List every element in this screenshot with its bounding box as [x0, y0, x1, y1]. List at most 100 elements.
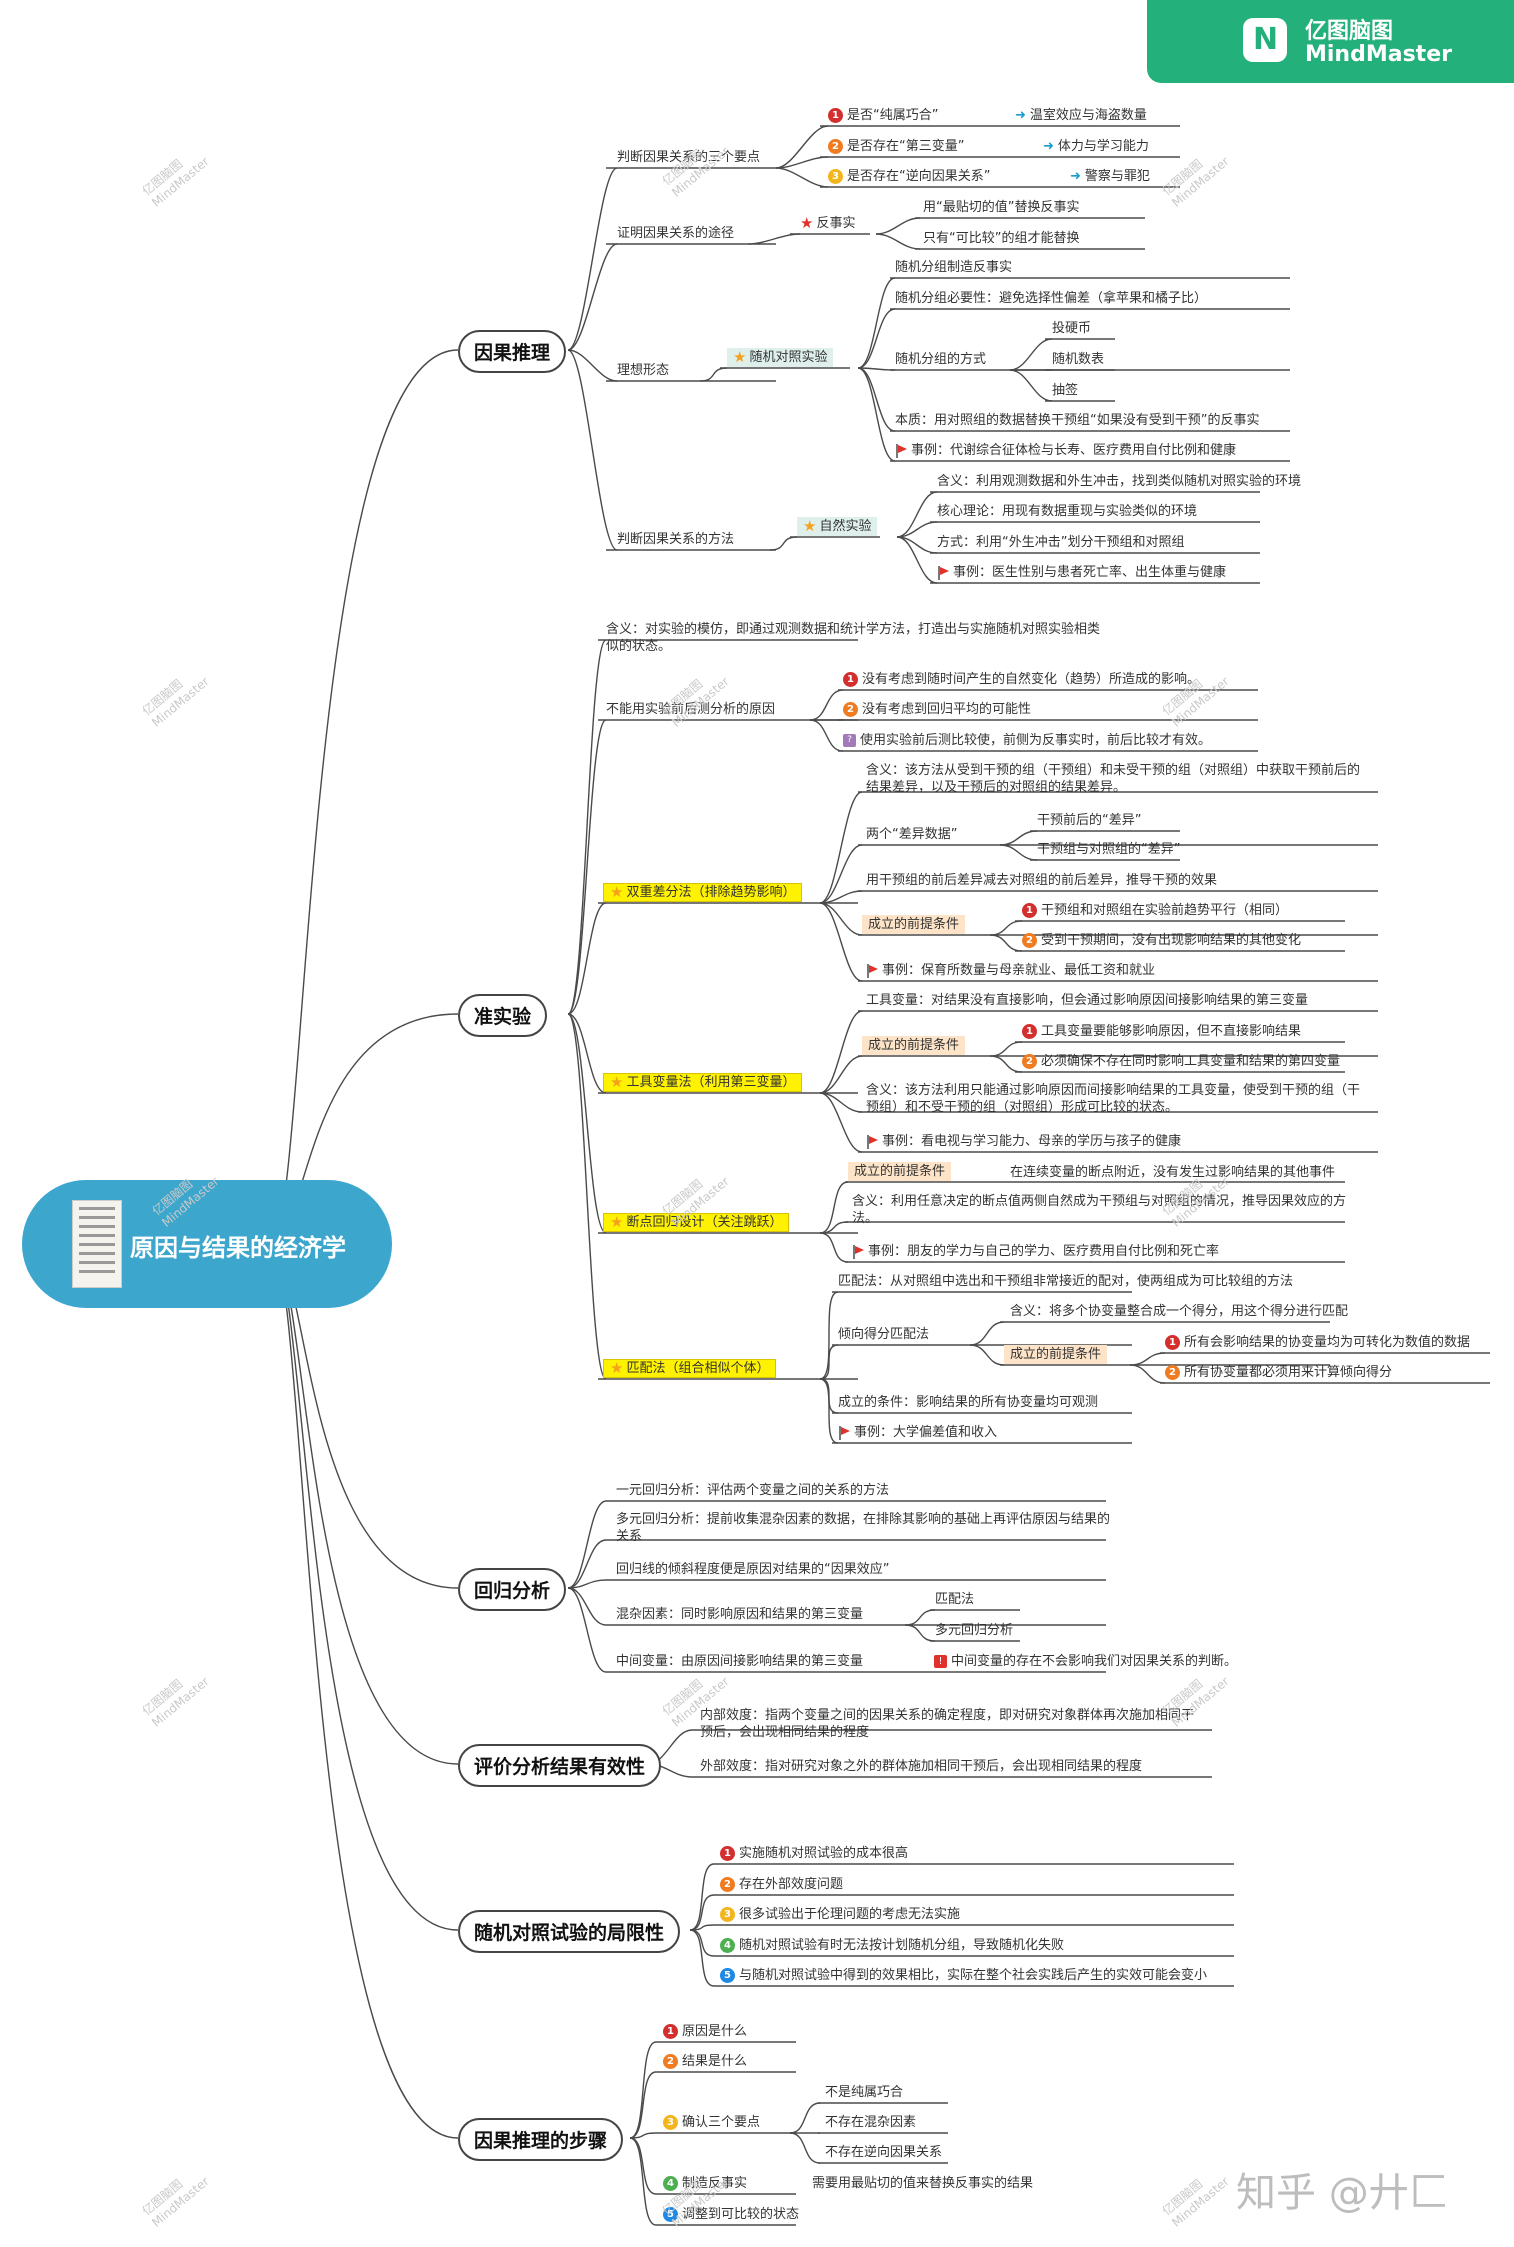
natural-item-2[interactable]: 核心理论：用现有数据重现与实验类似的环境 [937, 504, 1198, 519]
tag-counterfactual[interactable]: ★反事实 [800, 215, 855, 232]
step-point-2[interactable]: 不存在混杂因素 [825, 2115, 917, 2130]
match-condition2[interactable]: 成立的条件：影响结果的所有协变量均可观测 [838, 1395, 1099, 1410]
regression-item-3[interactable]: 回归线的倾斜程度便是原因对结果的“因果效应” [616, 1562, 890, 1577]
proof-item-2[interactable]: 只有“可比较”的组才能替换 [923, 231, 1080, 246]
natural-item-3[interactable]: 方式：利用“外生冲击”划分干预组和对照组 [937, 535, 1185, 550]
rct-way-1[interactable]: 投硬币 [1052, 321, 1092, 336]
node-ideal-form[interactable]: 理想形态 [617, 363, 670, 378]
regression-item-2[interactable]: 多元回归分析：提前收集混杂因素的数据，在排除其影响的基础上再评估原因与结果的关系 [616, 1512, 1111, 1544]
node-three-points[interactable]: 判断因果关系的三个要点 [617, 150, 761, 165]
step-counterfactual-note[interactable]: 需要用最贴切的值来替换反事实的结果 [812, 2176, 1034, 2191]
pre-item-3[interactable]: ?使用实验前后测比较使，前侧为反事实时，前后比较才有效。 [843, 732, 1211, 749]
iv-meaning[interactable]: 含义：该方法利用只能通过影响原因而间接影响结果的工具变量，使受到干预的组（干预组… [866, 1083, 1361, 1115]
iv-example[interactable]: 事例：看电视与学习能力、母亲的学历与孩子的健康 [866, 1133, 1181, 1150]
rdd-meaning[interactable]: 含义：利用任意决定的断点值两侧自然成为干预组与对照组的情况，推导因果效应的方法。 [852, 1194, 1347, 1226]
did-diff-1[interactable]: 干预前后的“差异” [1037, 813, 1142, 828]
node-matching[interactable]: ★匹配法（组合相似个体） [603, 1359, 777, 1378]
regression-item-5[interactable]: 中间变量：由原因间接影响结果的第三变量 [616, 1654, 864, 1669]
confounder-method-2[interactable]: 多元回归分析 [935, 1623, 1014, 1638]
topic-regression[interactable]: 回归分析 [458, 1568, 567, 1611]
rct-item-3[interactable]: 随机分组的方式 [895, 352, 987, 367]
match-def[interactable]: 匹配法：从对照组中选出和干预组非常接近的配对，使两组成为可比较组的方法 [838, 1274, 1294, 1289]
did-diff-2[interactable]: 干预组与对照组的“差异” [1037, 842, 1181, 857]
node-pre-post[interactable]: 不能用实验前后测分析的原因 [606, 702, 776, 717]
did-cond-label[interactable]: 成立的前提条件 [862, 915, 966, 934]
rct-item-2[interactable]: 随机分组必要性：避免选择性偏差（拿苹果和橘子比） [895, 291, 1208, 306]
proof-item-1[interactable]: 用“最贴切的值”替换反事实 [923, 200, 1080, 215]
mediator-note[interactable]: !中间变量的存在不会影响我们对因果关系的判断。 [934, 1653, 1237, 1670]
rct-item-1[interactable]: 随机分组制造反事实 [895, 260, 1013, 275]
branch-line [809, 689, 844, 721]
node-rdd[interactable]: ★断点回归设计（关注跳跃） [603, 1213, 790, 1232]
topic-causal-inference[interactable]: 因果推理 [458, 330, 567, 373]
natural-item-1[interactable]: 含义：利用观测数据和外生冲击，找到类似随机对照实验的环境 [937, 474, 1302, 489]
match-ps[interactable]: 倾向得分匹配法 [838, 1327, 930, 1342]
match-cond-label[interactable]: 成立的前提条件 [1004, 1345, 1108, 1364]
iv-cond-label[interactable]: 成立的前提条件 [862, 1036, 966, 1055]
natural-item-4[interactable]: 事例：医生性别与患者死亡率、出生体重与健康 [937, 564, 1226, 581]
rct-item-5[interactable]: 事例：代谢综合征体检与长寿、医疗费用自付比例和健康 [895, 442, 1236, 459]
brand-name-cn: 亿图脑图 [1305, 19, 1394, 44]
node-iv[interactable]: ★工具变量法（利用第三变量） [603, 1073, 803, 1092]
node-proof-path[interactable]: 证明因果关系的途径 [617, 226, 735, 241]
rct-item-4[interactable]: 本质：用对照组的数据替换干预组“如果没有受到干预”的反事实 [895, 413, 1260, 428]
did-example[interactable]: 事例：保育所数量与母亲就业、最低工资和就业 [866, 962, 1155, 979]
point-result-3[interactable]: ➜警察与罪犯 [1070, 168, 1150, 185]
point-result-1[interactable]: ➜温室效应与海盗数量 [1015, 107, 1147, 124]
topic-validity[interactable]: 评价分析结果有效性 [458, 1744, 662, 1787]
step-point-3[interactable]: 不存在逆向因果关系 [825, 2145, 943, 2160]
topic-quasi-experiment[interactable]: 准实验 [458, 994, 548, 1037]
validity-external[interactable]: 外部效度：指对研究对象之外的群体施加相同干预后，会出现相同结果的程度 [700, 1759, 1143, 1774]
validity-internal[interactable]: 内部效度：指两个变量之间的因果关系的确定程度，即对研究对象群体再次施加相同干预后… [700, 1708, 1195, 1740]
regression-item-1[interactable]: 一元回归分析：评估两个变量之间的关系的方法 [616, 1483, 890, 1498]
step-point-1[interactable]: 不是纯属巧合 [825, 2085, 904, 2100]
node-did[interactable]: ★双重差分法（排除趋势影响） [603, 883, 803, 902]
topic-rct-limits[interactable]: 随机对照试验的局限性 [458, 1910, 681, 1953]
quasi-meaning[interactable]: 含义：对实验的模仿，即通过观测数据和统计学方法，打造出与实施随机对照实验相类似的… [606, 622, 1101, 654]
iv-def[interactable]: 工具变量：对结果没有直接影响，但会通过影响原因间接影响结果的第三变量 [866, 993, 1309, 1008]
number-5-icon: 5 [720, 1968, 735, 1983]
root-topic[interactable]: 原因与结果的经济学 [22, 1180, 392, 1308]
tag-natural-experiment[interactable]: ★自然实验 [797, 517, 878, 536]
rdd-example[interactable]: 事例：朋友的学力与自己的学力、医疗费用自付比例和死亡率 [852, 1243, 1219, 1260]
confounder-method-1[interactable]: 匹配法 [935, 1592, 975, 1607]
match-ps-meaning[interactable]: 含义：将多个协变量整合成一个得分，用这个得分进行匹配 [1010, 1304, 1349, 1319]
topic-steps[interactable]: 因果推理的步骤 [458, 2118, 624, 2161]
did-meaning[interactable]: 含义：该方法从受到干预的组（干预组）和未受干预的组（对照组）中获取干预前后的结果… [866, 763, 1361, 795]
tag-rct[interactable]: ★随机对照实验 [727, 348, 834, 367]
rdd-cond-text[interactable]: 在连续变量的断点附近，没有发生过影响结果的其他事件 [1010, 1165, 1336, 1180]
node-judge-method[interactable]: 判断因果关系的方法 [617, 532, 735, 547]
regression-item-4[interactable]: 混杂因素：同时影响原因和结果的第三变量 [616, 1607, 864, 1622]
branch-line [819, 1010, 863, 1094]
did-usage[interactable]: 用干预组的前后差异减去对照组的前后差异，推导干预的效果 [866, 873, 1218, 888]
match-example[interactable]: 事例：大学偏差值和收入 [838, 1424, 997, 1441]
rct-way-2[interactable]: 随机数表 [1052, 352, 1105, 367]
point-result-2[interactable]: ➜体力与学习能力 [1043, 138, 1149, 155]
brand-banner[interactable]: 亿图脑图 MindMaster [1147, 0, 1514, 83]
rct-way-3[interactable]: 抽签 [1052, 383, 1079, 398]
rdd-cond-label[interactable]: 成立的前提条件 [848, 1162, 952, 1181]
did-two-diffs[interactable]: 两个“差异数据” [866, 827, 958, 842]
